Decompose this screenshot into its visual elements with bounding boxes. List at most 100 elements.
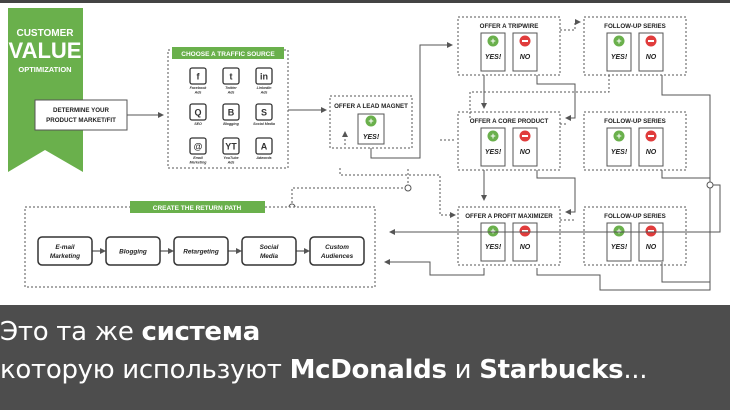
determine-box: DETERMINE YOUR PRODUCT MARKET/FIT <box>34 99 128 131</box>
twitter-icon: t <box>222 67 240 85</box>
svg-text:+: + <box>616 226 621 236</box>
traffic-label: LinkedIn <box>257 86 273 90</box>
svg-text:YT: YT <box>225 142 237 152</box>
svg-text:+: + <box>616 131 621 141</box>
followup-box: FOLLOW-UP SERIES + YES! NO <box>583 206 687 266</box>
brand-line3: OPTIMIZATION <box>18 65 71 74</box>
brand-banner: CUSTOMER VALUE OPTIMIZATION <box>8 8 83 172</box>
return-step-label: Blogging <box>119 249 147 256</box>
social-media-icon: S <box>255 103 273 121</box>
return-step-label: Retargeting <box>183 249 219 256</box>
svg-text:A: A <box>261 142 268 152</box>
return-step-label: Social <box>260 244 279 251</box>
svg-text:+: + <box>490 36 495 46</box>
svg-text:+: + <box>368 116 373 126</box>
svg-text:t: t <box>230 72 233 82</box>
linkedin-icon: in <box>255 67 273 85</box>
return-path-title: CREATE THE RETURN PATH <box>153 205 242 212</box>
plus-icon <box>613 225 625 237</box>
diagram-canvas: CUSTOMER VALUE OPTIMIZATION DETERMINE YO… <box>0 0 730 291</box>
offer-box-title: OFFER A TRIPWIRE <box>480 23 539 30</box>
svg-text:+: + <box>616 36 621 46</box>
top-strip <box>0 0 730 3</box>
no-label: NO <box>520 244 531 251</box>
svg-text:@: @ <box>194 142 203 152</box>
svg-text:f: f <box>197 72 201 82</box>
yes-label: YES! <box>611 54 628 61</box>
svg-text:+: + <box>490 226 495 236</box>
connector-node <box>706 181 714 189</box>
diagram-area: CUSTOMER VALUE OPTIMIZATION DETERMINE YO… <box>0 0 730 291</box>
return-step-label: Marketing <box>50 253 80 260</box>
svg-text:S: S <box>261 108 267 118</box>
yes-label: YES! <box>611 244 628 251</box>
email-icon: @ <box>189 137 207 155</box>
determine-line1: DETERMINE YOUR <box>53 107 109 114</box>
traffic-label: SEO <box>194 122 202 126</box>
plus-icon <box>487 225 499 237</box>
yes-label: YES! <box>485 54 502 61</box>
no-label: NO <box>520 149 531 156</box>
lead-magnet-box: OFFER A LEAD MAGNET + YES! <box>329 95 413 149</box>
youtube-icon: YT <box>222 137 240 155</box>
return-step-label: Audiences <box>320 253 354 260</box>
plus-icon <box>613 130 625 142</box>
followup-box-title: FOLLOW-UP SERIES <box>604 213 666 220</box>
plus-icon <box>365 115 377 127</box>
yes-label: YES! <box>611 149 628 156</box>
return-step: Blogging <box>105 236 161 266</box>
traffic-label: Ads <box>227 161 235 165</box>
traffic-label: Facebook <box>190 86 208 90</box>
traffic-label: YouTube <box>223 156 238 160</box>
caption-bar <box>0 305 730 410</box>
traffic-label: Blogging <box>223 122 239 126</box>
followup-box-title: FOLLOW-UP SERIES <box>604 118 666 125</box>
facebook-icon: f <box>189 67 207 85</box>
traffic-title: CHOOSE A TRAFFIC SOURCE <box>181 51 275 58</box>
plus-icon <box>487 35 499 47</box>
offer-box: OFFER A TRIPWIRE + YES! NO <box>457 16 561 76</box>
offer-box: OFFER A PROFIT MAXIMIZER+YES!NO <box>457 206 561 266</box>
traffic-label: Ads <box>194 91 202 95</box>
plus-icon <box>613 35 625 47</box>
return-step: Retargeting <box>173 236 229 266</box>
yes-label: YES! <box>485 149 502 156</box>
no-label: NO <box>646 149 657 156</box>
lead-magnet-yes: YES! <box>363 134 380 141</box>
offer-box: OFFER A CORE PRODUCT+YES!NO <box>457 111 561 171</box>
no-label: NO <box>520 54 531 61</box>
flow-connectors <box>291 19 721 291</box>
traffic-label: Marketing <box>190 161 208 165</box>
traffic-source-panel: CHOOSE A TRAFFIC SOURCE fFacebookAdstTwi… <box>167 47 289 169</box>
traffic-label: Email <box>193 156 204 160</box>
followup-box: FOLLOW-UP SERIES + YES! NO <box>583 16 687 76</box>
plus-icon <box>487 130 499 142</box>
determine-line2: PRODUCT MARKET/FIT <box>46 117 116 124</box>
caption-line2: которую используют McDonalds и Starbucks… <box>0 355 648 385</box>
traffic-label: Ads <box>260 91 268 95</box>
traffic-label: Twitter <box>225 86 237 90</box>
svg-text:in: in <box>260 72 268 82</box>
followup-box: FOLLOW-UP SERIES + YES! NO <box>583 111 687 171</box>
svg-text:B: B <box>228 108 235 118</box>
blogging-icon: B <box>222 103 240 121</box>
followup-box-title: FOLLOW-UP SERIES <box>604 23 666 30</box>
offer-box-title: OFFER A PROFIT MAXIMIZER <box>465 213 553 220</box>
brand-line1: CUSTOMER <box>16 28 74 39</box>
no-label: NO <box>646 244 657 251</box>
return-step-label: E-mail <box>55 244 74 251</box>
lead-magnet-title: OFFER A LEAD MAGNET <box>334 103 408 110</box>
traffic-label: Adwords <box>255 156 271 160</box>
no-label: NO <box>646 54 657 61</box>
seo-icon: Q <box>189 103 207 121</box>
connector-node <box>404 184 412 192</box>
brand-line2: VALUE <box>9 38 82 63</box>
caption-line1: Это та же система <box>0 317 260 347</box>
traffic-label: Social Media <box>253 122 275 126</box>
return-step-label: Media <box>260 253 279 260</box>
svg-text:Q: Q <box>194 108 201 118</box>
